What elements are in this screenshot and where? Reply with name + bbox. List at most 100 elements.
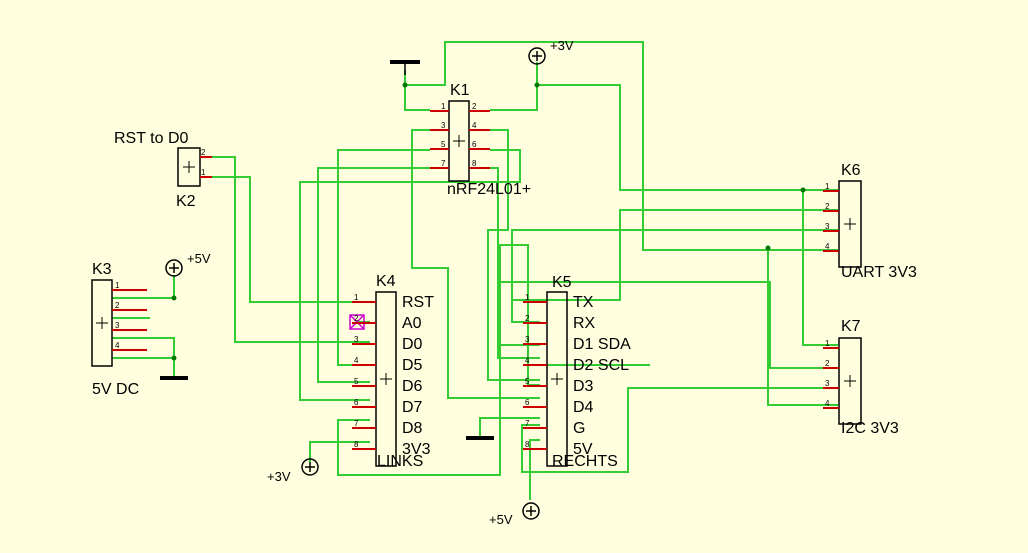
signal-label: D4 bbox=[573, 399, 594, 416]
connector-body bbox=[177, 147, 201, 187]
pin-number: 1 bbox=[201, 168, 206, 177]
connector-body bbox=[448, 100, 470, 182]
pin-number: 1 bbox=[441, 102, 446, 111]
k2-label: RST to D0 bbox=[114, 130, 189, 147]
signal-label: D5 bbox=[402, 357, 423, 374]
power-label-k1: +3V bbox=[550, 38, 574, 53]
pin-number: 1 bbox=[525, 293, 530, 302]
wire-k5-g bbox=[479, 417, 540, 438]
pin-number: 1 bbox=[115, 281, 120, 290]
pin-number: 3 bbox=[441, 121, 446, 130]
wire-k5-5v bbox=[529, 439, 540, 500]
power-label-k4: +3V bbox=[267, 469, 291, 484]
wire-k2-1 bbox=[204, 176, 370, 303]
wire-k6-4-k7-4 bbox=[767, 248, 838, 406]
k6-value: UART 3V3 bbox=[841, 264, 917, 281]
k5-value: RECHTS bbox=[552, 453, 618, 470]
pin-number: 5 bbox=[354, 377, 359, 386]
vcc-symbol-k4: +3V bbox=[267, 458, 319, 484]
pin-number: 1 bbox=[825, 339, 830, 348]
junction-dot bbox=[534, 82, 540, 88]
k3-value: 5V DC bbox=[92, 381, 139, 398]
wire-k7-2 bbox=[499, 281, 838, 369]
pin-number: 2 bbox=[115, 301, 120, 310]
signal-label: D1 SDA bbox=[573, 336, 631, 353]
pin-number: 2 bbox=[825, 202, 830, 211]
connector-body bbox=[375, 291, 397, 467]
junction-dot bbox=[800, 187, 806, 193]
pin-number: 8 bbox=[525, 440, 530, 449]
signal-label: D3 bbox=[573, 378, 594, 395]
pin-number: 8 bbox=[472, 159, 477, 168]
pin-number: 3 bbox=[354, 335, 359, 344]
wire-k7-3 bbox=[521, 387, 838, 473]
k7-ref: K7 bbox=[841, 318, 861, 335]
pin-number: 1 bbox=[825, 182, 830, 191]
wire-k6-3 bbox=[511, 229, 838, 320]
wire-k2-2 bbox=[204, 156, 370, 343]
wire-k6-2 bbox=[511, 209, 838, 323]
ground-symbol bbox=[390, 60, 420, 75]
wire-k6-1-k7-1 bbox=[802, 190, 838, 346]
junction-dot bbox=[171, 295, 177, 301]
k1-value: nRF24L01+ bbox=[447, 181, 531, 198]
wire-k3-1 bbox=[112, 275, 175, 299]
pin-number: 3 bbox=[525, 335, 530, 344]
signal-label: D6 bbox=[402, 378, 423, 395]
pin-number: 4 bbox=[825, 242, 830, 251]
pin-number: 4 bbox=[525, 356, 530, 365]
signal-label: D0 bbox=[402, 336, 423, 353]
k6-ref: K6 bbox=[841, 162, 861, 179]
pin-number: 1 bbox=[354, 293, 359, 302]
vcc-symbol-k3: +5V bbox=[165, 251, 211, 277]
wire-k1-3 bbox=[411, 129, 540, 399]
pin-number: 7 bbox=[441, 159, 446, 168]
vcc-symbol-k5: +5V bbox=[489, 502, 540, 527]
power-symbols: +3V +5V +3V +5V bbox=[160, 38, 574, 527]
wire-k1-gnd-top bbox=[404, 70, 430, 111]
wire-k4-d7-k1-6 bbox=[299, 149, 521, 401]
connector-body bbox=[838, 180, 862, 268]
pin-number: 6 bbox=[525, 398, 530, 407]
signal-label: G bbox=[573, 420, 585, 437]
signal-label: RST bbox=[402, 294, 434, 311]
wire-k4-d6-k1-7 bbox=[317, 167, 430, 383]
pin-number: 7 bbox=[525, 419, 530, 428]
pin-number: 3 bbox=[115, 321, 120, 330]
pin-number: 2 bbox=[354, 314, 359, 323]
signal-label: A0 bbox=[402, 315, 422, 332]
signal-label: 3V3 bbox=[402, 441, 431, 458]
connector-body bbox=[91, 279, 113, 367]
junction-dot bbox=[765, 245, 771, 251]
k3-ref: K3 bbox=[92, 261, 112, 278]
connector-body bbox=[546, 291, 568, 467]
signal-label: TX bbox=[573, 294, 594, 311]
connector-body bbox=[838, 337, 862, 425]
wire-k3-3 bbox=[112, 337, 175, 378]
pin-number: 4 bbox=[115, 341, 120, 350]
pin-number: 5 bbox=[525, 377, 530, 386]
pin-number: 6 bbox=[354, 398, 359, 407]
k4-ref: K4 bbox=[376, 273, 396, 290]
pin-number: 2 bbox=[201, 148, 206, 157]
signal-label: D8 bbox=[402, 420, 423, 437]
pin-number: 4 bbox=[472, 121, 477, 130]
signal-label: D2 SCL bbox=[573, 357, 629, 374]
pin-number: 2 bbox=[472, 102, 477, 111]
pin-number: 4 bbox=[354, 356, 359, 365]
wire-k1-vcc bbox=[490, 62, 538, 111]
pin-number: 4 bbox=[825, 399, 830, 408]
power-label-k5: +5V bbox=[489, 512, 513, 527]
k1-ref: K1 bbox=[450, 82, 470, 99]
k7-value: I2C 3V3 bbox=[841, 420, 899, 437]
wire-k4-d8 bbox=[337, 244, 540, 476]
power-label-k3: +5V bbox=[187, 251, 211, 266]
